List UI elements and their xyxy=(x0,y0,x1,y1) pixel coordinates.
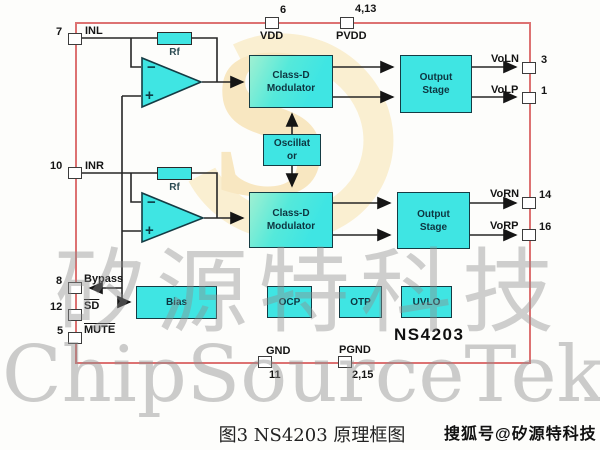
pin-label-vorn: VoRN xyxy=(490,188,520,200)
block-uvlo: UVLO xyxy=(401,286,452,318)
pin-square-inr xyxy=(68,167,82,179)
pin-square-vorp xyxy=(522,229,536,241)
block-otp: OTP xyxy=(339,286,382,318)
rf-resistor-left xyxy=(157,32,192,45)
pin-number-pvdd: 4,13 xyxy=(355,3,377,15)
signal-wires xyxy=(82,37,518,309)
pin-label-pgnd: PGND xyxy=(339,344,371,356)
pin-label-sd: SD xyxy=(84,300,100,312)
block-classd-modulator-right: Class-D Modulator xyxy=(249,192,333,248)
chip-part-number: NS4203 xyxy=(394,325,465,344)
pin-number-voln: 3 xyxy=(541,54,548,66)
chip-boundary-box xyxy=(75,22,531,364)
pin-label-volp: VoLP xyxy=(491,84,519,96)
pin-number-vorp: 16 xyxy=(539,221,552,233)
pin-label-inr: INR xyxy=(85,160,104,172)
pin-number-vorn: 14 xyxy=(539,189,552,201)
pin-label-vdd: VDD xyxy=(260,30,284,42)
pin-number-pgnd: 2,15 xyxy=(352,369,374,381)
pin-label-vorp: VoRP xyxy=(490,220,519,232)
opamp-left-minus-sign: − xyxy=(147,59,156,76)
block-bias: Bias xyxy=(136,286,217,319)
opamp-right-minus-sign: − xyxy=(147,194,156,211)
pin-label-bypass: Bypass xyxy=(84,273,124,285)
block-output-stage-right: Output Stage xyxy=(397,192,470,249)
opamp-right-plus-sign: + xyxy=(145,222,154,239)
pin-number-volp: 1 xyxy=(541,85,548,97)
rf-resistor-right xyxy=(157,167,192,180)
opamp-right-triangle xyxy=(141,191,206,244)
pin-number-mute: 5 xyxy=(57,325,64,337)
figure-caption: 图3 NS4203 原理框图 xyxy=(218,425,406,446)
pin-square-pgnd xyxy=(338,356,352,368)
block-classd-modulator-left: Class-D Modulator xyxy=(249,55,333,108)
pin-square-voln xyxy=(522,62,536,74)
sohu-account-watermark: 搜狐号@矽源特科技 xyxy=(444,426,597,443)
pin-number-bypass: 8 xyxy=(56,275,63,287)
pin-square-gnd xyxy=(258,356,272,368)
pin-number-inl: 7 xyxy=(56,26,63,38)
wire-inr-to-opamp-minus xyxy=(130,173,141,203)
pin-number-vdd: 6 xyxy=(280,4,287,16)
pin-square-bypass xyxy=(68,282,82,294)
pin-label-voln: VoLN xyxy=(491,53,519,65)
opamp-left-plus-sign: + xyxy=(145,87,154,104)
opamp-left-triangle xyxy=(141,56,204,109)
pin-number-gnd: 11 xyxy=(269,369,281,381)
block-output-stage-left: Output Stage xyxy=(400,55,472,113)
pin-square-mute xyxy=(68,332,82,344)
pin-label-inl: INL xyxy=(85,25,103,37)
wire-rf-right-feedback xyxy=(192,172,218,218)
pin-square-vdd xyxy=(265,17,279,29)
wire-inl-to-opamp-minus xyxy=(130,38,141,68)
pin-square-volp xyxy=(522,92,536,104)
pin-label-pvdd: PVDD xyxy=(336,30,367,42)
rf-label-left: Rf xyxy=(169,47,180,58)
pin-label-gnd: GND xyxy=(266,345,291,357)
pin-label-mute: MUTE xyxy=(84,324,116,336)
pin-number-inr: 10 xyxy=(50,160,63,172)
pin-square-sd xyxy=(68,309,82,321)
block-ocp: OCP xyxy=(267,286,312,318)
pin-square-vorn xyxy=(522,197,536,209)
block-oscillator: Oscillat or xyxy=(263,134,321,166)
pin-number-sd: 12 xyxy=(50,301,63,313)
wire-rf-left-feedback xyxy=(192,37,218,82)
pin-square-pvdd xyxy=(340,17,354,29)
rf-label-right: Rf xyxy=(169,182,180,193)
pin-square-inl xyxy=(68,33,82,45)
